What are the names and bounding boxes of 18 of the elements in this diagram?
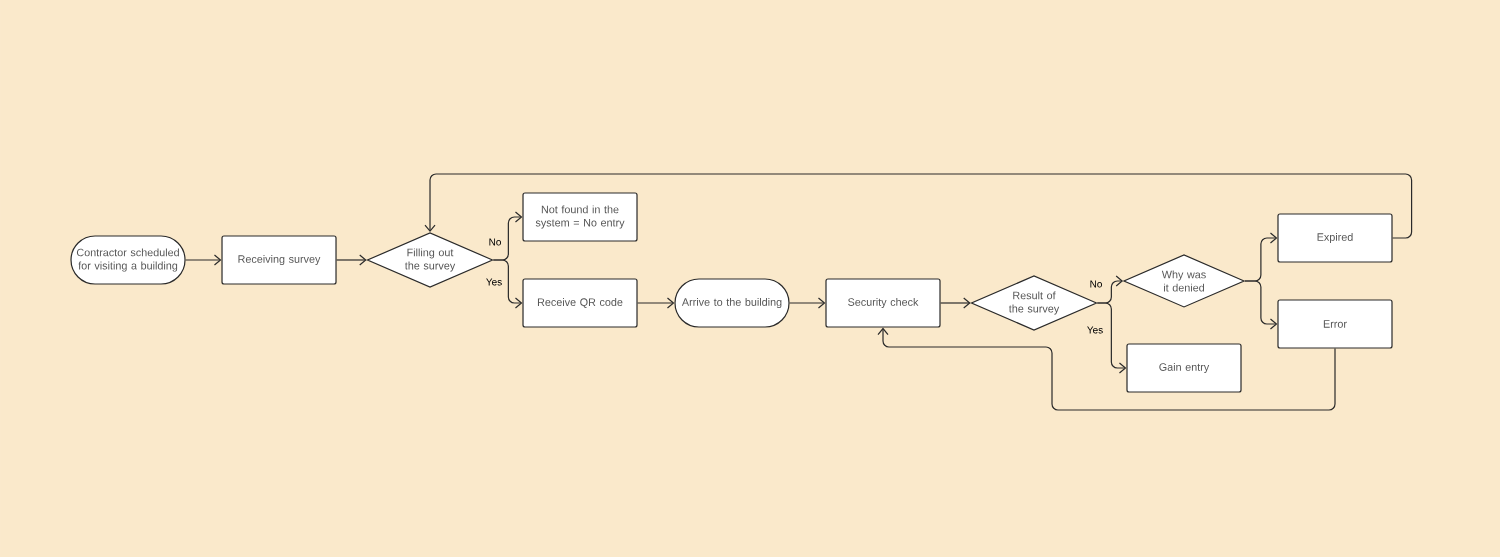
process-box: Error (1277, 299, 1393, 349)
process-box: Receive QR code (522, 278, 638, 328)
process-box: Gain entry (1126, 343, 1242, 393)
process-box: Receiving survey (221, 235, 337, 285)
terminal-box: Contractor scheduled for visiting a building (70, 235, 186, 285)
arrow (492, 259, 523, 309)
arrow (185, 254, 222, 266)
arrow (789, 297, 826, 309)
arrow (1244, 280, 1278, 330)
arrow (877, 327, 1336, 411)
process-box: Security check (825, 278, 941, 328)
process-box: Expired (1277, 213, 1393, 263)
terminal-box: Arrive to the building (674, 278, 790, 328)
arrow (940, 297, 971, 309)
arrow (637, 297, 675, 309)
arrow (1096, 302, 1127, 374)
arrow (336, 254, 367, 266)
process-box: Not found in the system = No entry (522, 192, 638, 242)
